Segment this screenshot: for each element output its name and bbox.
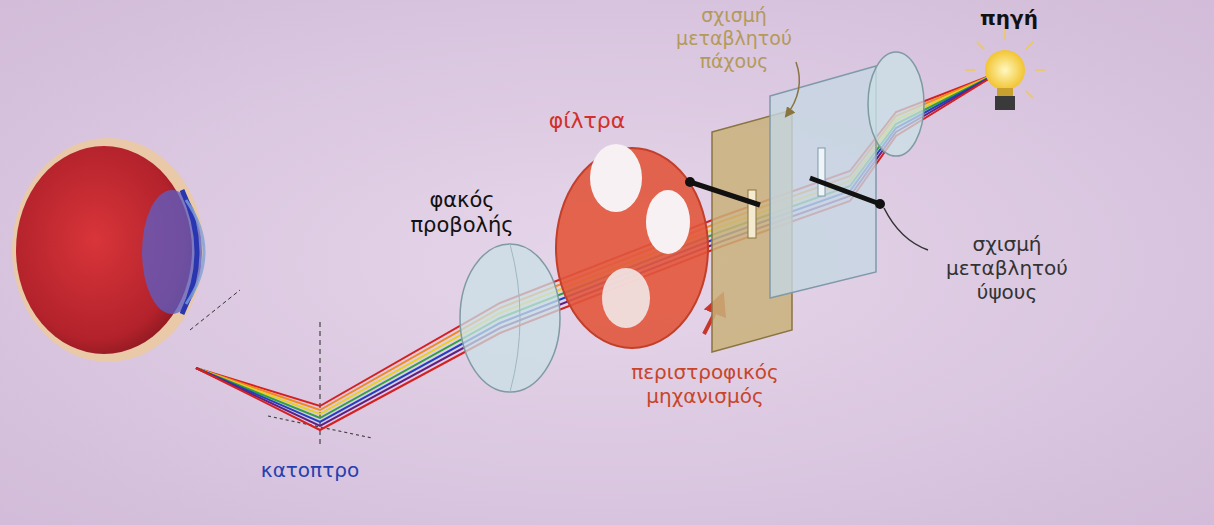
adjust-rod	[690, 182, 760, 205]
height-slit	[818, 148, 825, 196]
adjust-rod	[810, 178, 880, 204]
bulb-base	[995, 96, 1015, 110]
filter-hole	[590, 144, 642, 212]
eye-sclera	[12, 138, 204, 362]
lens-label: φακός προβολής	[396, 188, 528, 238]
mechanism-label: περιστροφικός μηχανισμός	[600, 360, 810, 408]
eye-figure	[12, 138, 240, 362]
condenser-lens	[868, 52, 924, 156]
mirror-label-box: κατοπτρο	[250, 458, 370, 482]
mirror-normal	[319, 322, 320, 446]
width-slit	[748, 190, 756, 238]
slit-label: σχισμή μεταβλητού ύψους	[932, 232, 1082, 304]
source-label: πηγή	[974, 6, 1044, 30]
projection-lens	[460, 244, 560, 392]
bulb-glass	[985, 50, 1025, 90]
source-label-box: πηγή	[974, 6, 1044, 30]
filter-label-box: φίλτρα	[542, 108, 632, 134]
eye-cornea	[186, 200, 204, 304]
lens-label-box: φακός προβολής	[396, 188, 528, 238]
glow-lines	[965, 30, 1045, 98]
rod-knob	[875, 199, 885, 209]
filter-hole	[646, 190, 690, 254]
filter-label: φίλτρα	[542, 108, 632, 134]
leader-line	[884, 208, 928, 250]
lens-edge	[510, 244, 520, 392]
eye-axis	[190, 290, 240, 330]
mirror-label: κατοπτρο	[250, 458, 370, 482]
bulb-neck	[997, 88, 1013, 96]
leader-line	[786, 62, 799, 116]
slit-label-box: σχισμή μεταβλητού πάχους	[672, 4, 796, 72]
filter-wheel	[556, 144, 708, 348]
eye-iris	[182, 190, 197, 314]
rod-knob	[685, 177, 695, 187]
slit-label-box: σχισμή μεταβλητού ύψους	[932, 232, 1082, 304]
mechanism-label-box: περιστροφικός μηχανισμός	[600, 360, 810, 408]
filter-hole	[602, 268, 650, 328]
light-bulb	[965, 30, 1045, 110]
slit-label: σχισμή μεταβλητού πάχους	[672, 4, 796, 72]
